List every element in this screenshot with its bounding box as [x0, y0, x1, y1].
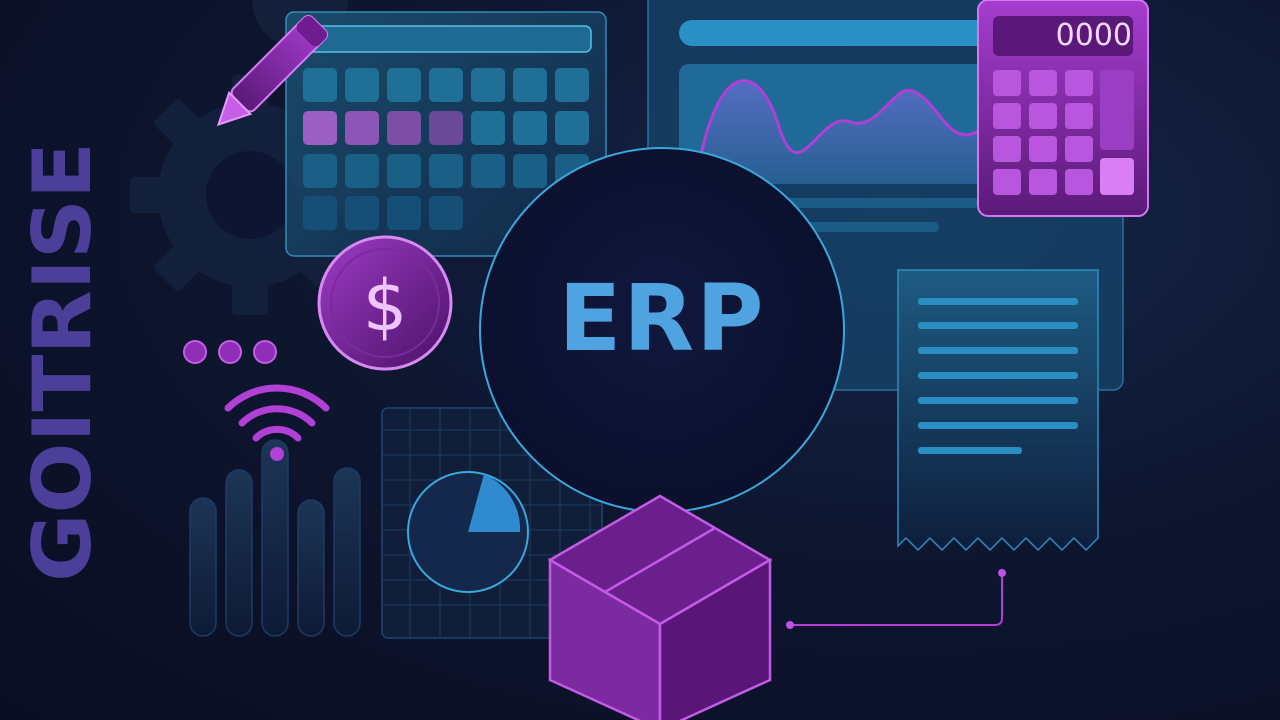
- box-icon: [547, 494, 773, 720]
- wifi-icon: [224, 384, 330, 461]
- calculator-icon: [977, 0, 1149, 217]
- connector-line: [786, 569, 1006, 629]
- calendar-icon: [285, 11, 607, 257]
- pencil-icon: [216, 14, 329, 127]
- brand-name: GOITRISE: [16, 142, 102, 582]
- calculator-display: 0000: [1055, 18, 1132, 53]
- receipt-icon: [897, 269, 1099, 552]
- bar-chart-icon: [189, 439, 361, 637]
- brand-logo: GOITRISE: [16, 142, 102, 582]
- dollar-coin-icon: [317, 235, 453, 371]
- dots-icon: [183, 340, 277, 364]
- erp-title: ERP: [558, 265, 766, 372]
- coin-symbol: $: [362, 265, 408, 347]
